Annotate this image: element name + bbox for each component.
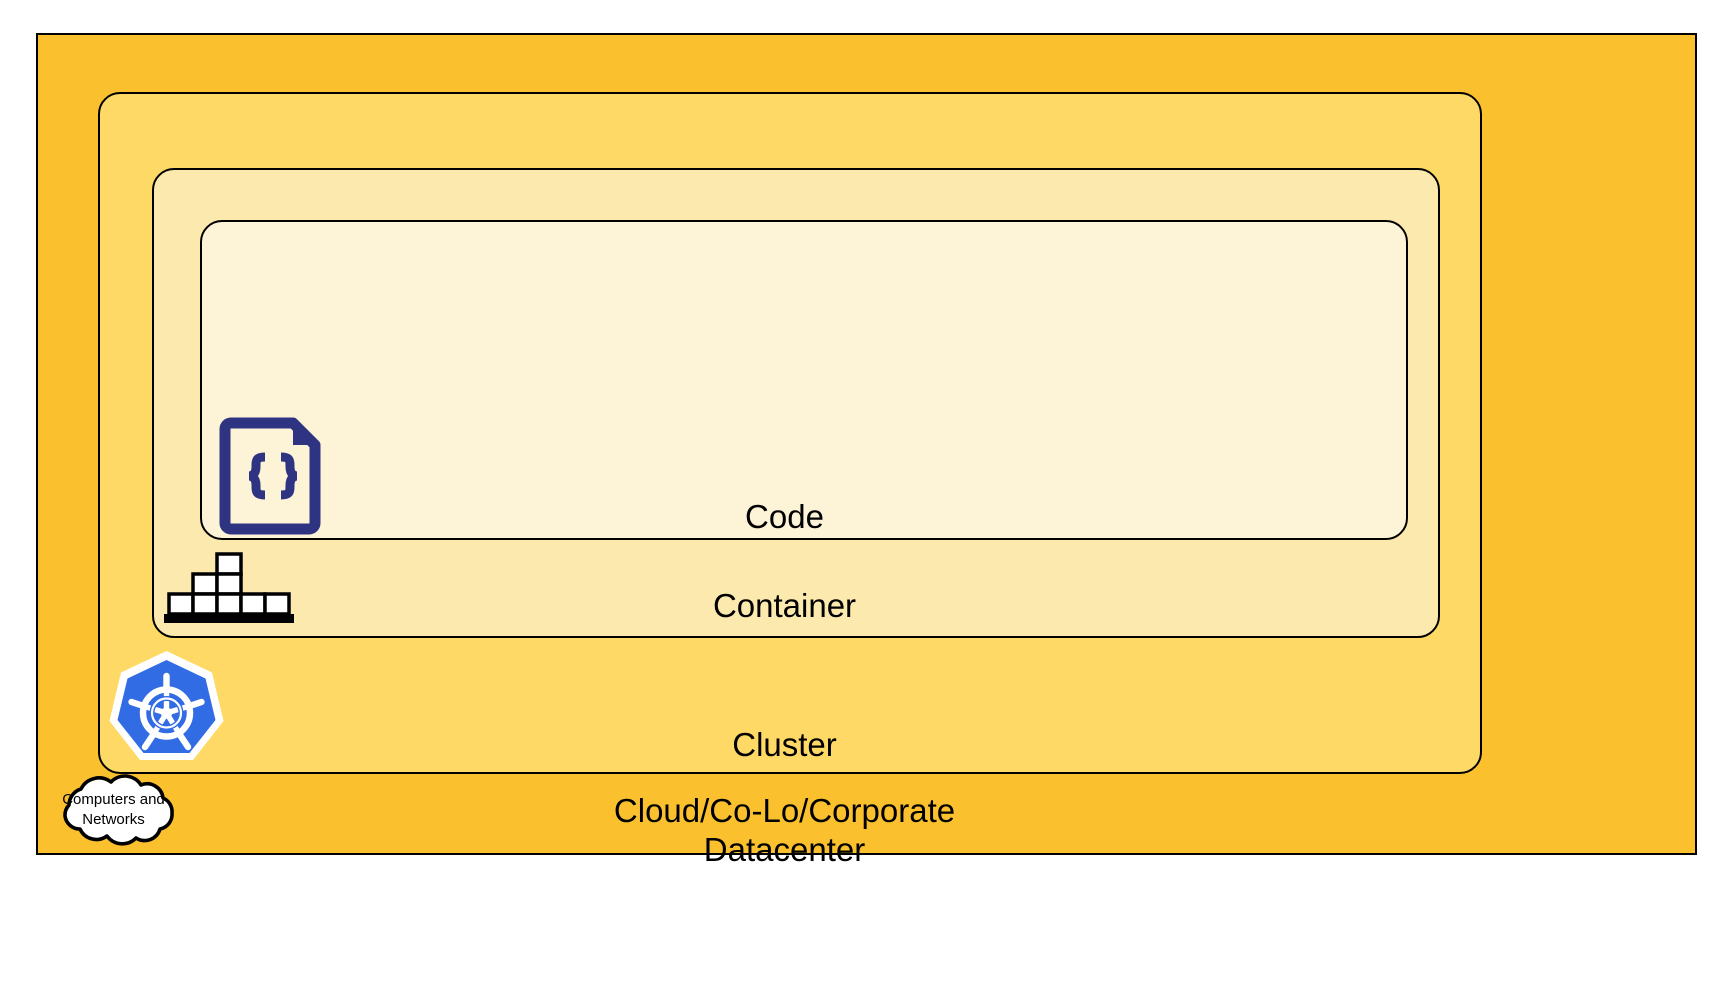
code-file-icon xyxy=(219,413,327,535)
layer-label-datacenter: Cloud/Co-Lo/Corporate Datacenter xyxy=(613,792,956,868)
layer-label-cluster: Cluster xyxy=(732,726,837,763)
cloud-icon xyxy=(31,774,196,860)
layer-box-code xyxy=(200,220,1408,540)
layer-label-container: Container xyxy=(712,587,857,624)
bricks-stack-icon xyxy=(164,552,294,626)
kubernetes-logo-icon xyxy=(108,650,225,770)
layer-label-code: Code xyxy=(745,498,824,535)
